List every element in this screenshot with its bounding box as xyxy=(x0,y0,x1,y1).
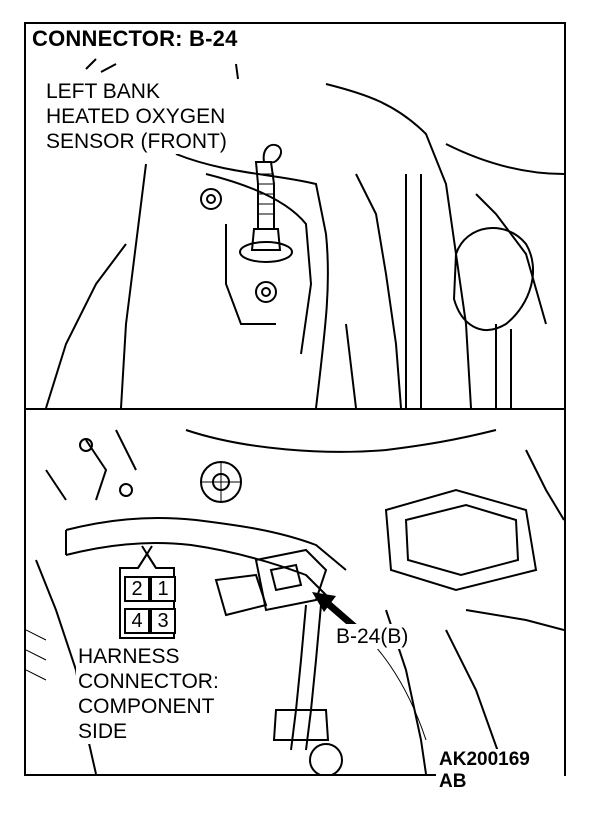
engine-bay-top-illustration xyxy=(45,58,564,408)
figure-code: AK200169 AB xyxy=(436,749,564,793)
bottom-diagram-panel: 2 1 4 3 B-24(B) HARNESS CONNECTOR: COMPO… xyxy=(24,408,566,793)
top-diagram-panel: CONNECTOR: B-24 LEFT BANK HEATED OXYGEN … xyxy=(24,22,566,410)
sensor-label-line-1: LEFT BANK xyxy=(44,79,162,104)
harness-label-line-4: SIDE xyxy=(76,719,130,744)
pin-4: 4 xyxy=(124,608,150,634)
connector-title: CONNECTOR: B-24 xyxy=(32,26,238,51)
connector-ref-label: B-24(B) xyxy=(334,624,411,649)
harness-label-line-3: COMPONENT xyxy=(76,694,217,719)
sensor-label-line-3: SENSOR (FRONT) xyxy=(44,129,229,154)
pin-1: 1 xyxy=(150,576,176,602)
pointer-arrow xyxy=(312,592,359,631)
sensor-label-line-2: HEATED OXYGEN xyxy=(44,104,228,129)
pin-3: 3 xyxy=(150,608,176,634)
harness-label-line-2: CONNECTOR: xyxy=(76,669,221,694)
harness-label-line-1: HARNESS xyxy=(76,644,182,669)
pin-2: 2 xyxy=(124,576,150,602)
